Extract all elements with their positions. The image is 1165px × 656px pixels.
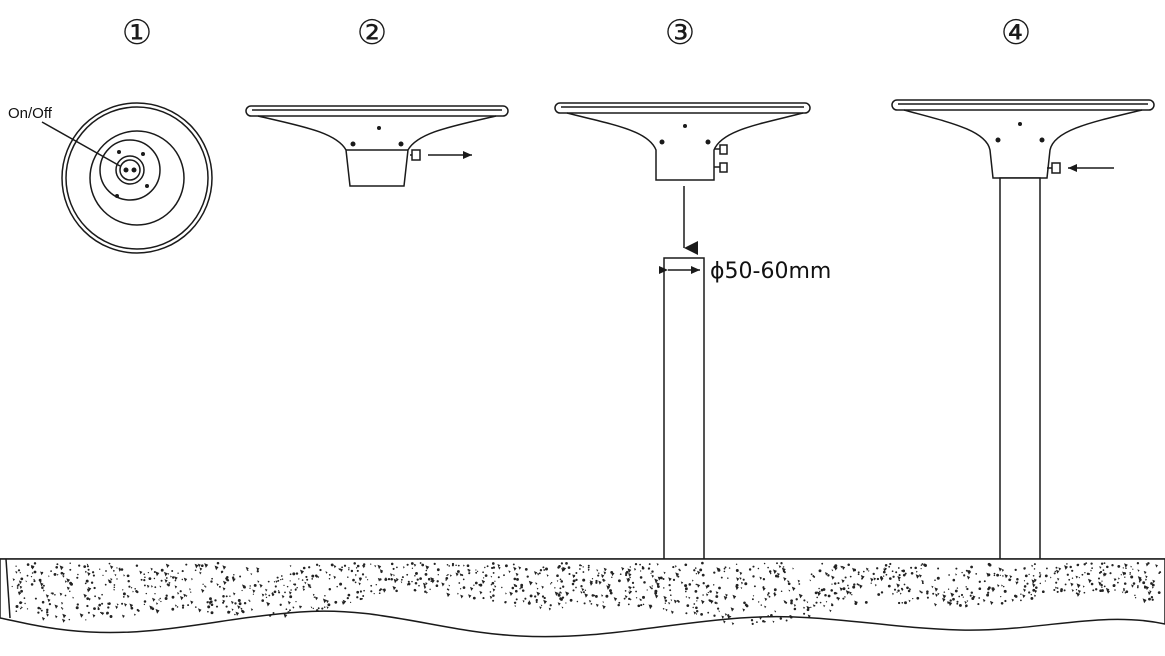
step-number-2: ② [357,13,387,53]
step1-lamp-bottom-view [41,102,213,254]
step-number-3: ③ [665,13,695,53]
step2-lamp-head [245,105,509,187]
on-off-switch-label: On/Off [8,105,53,122]
ground-speckles [11,561,1162,626]
step3-pole [659,257,705,561]
step-number-1: ① [122,13,152,53]
step-number-4: ④ [1001,13,1031,53]
ground [0,558,1165,638]
step4-lamp-installed [891,99,1155,561]
step3-lamp-head [554,102,811,255]
pole-diameter-label: ϕ50-60mm [710,259,831,284]
